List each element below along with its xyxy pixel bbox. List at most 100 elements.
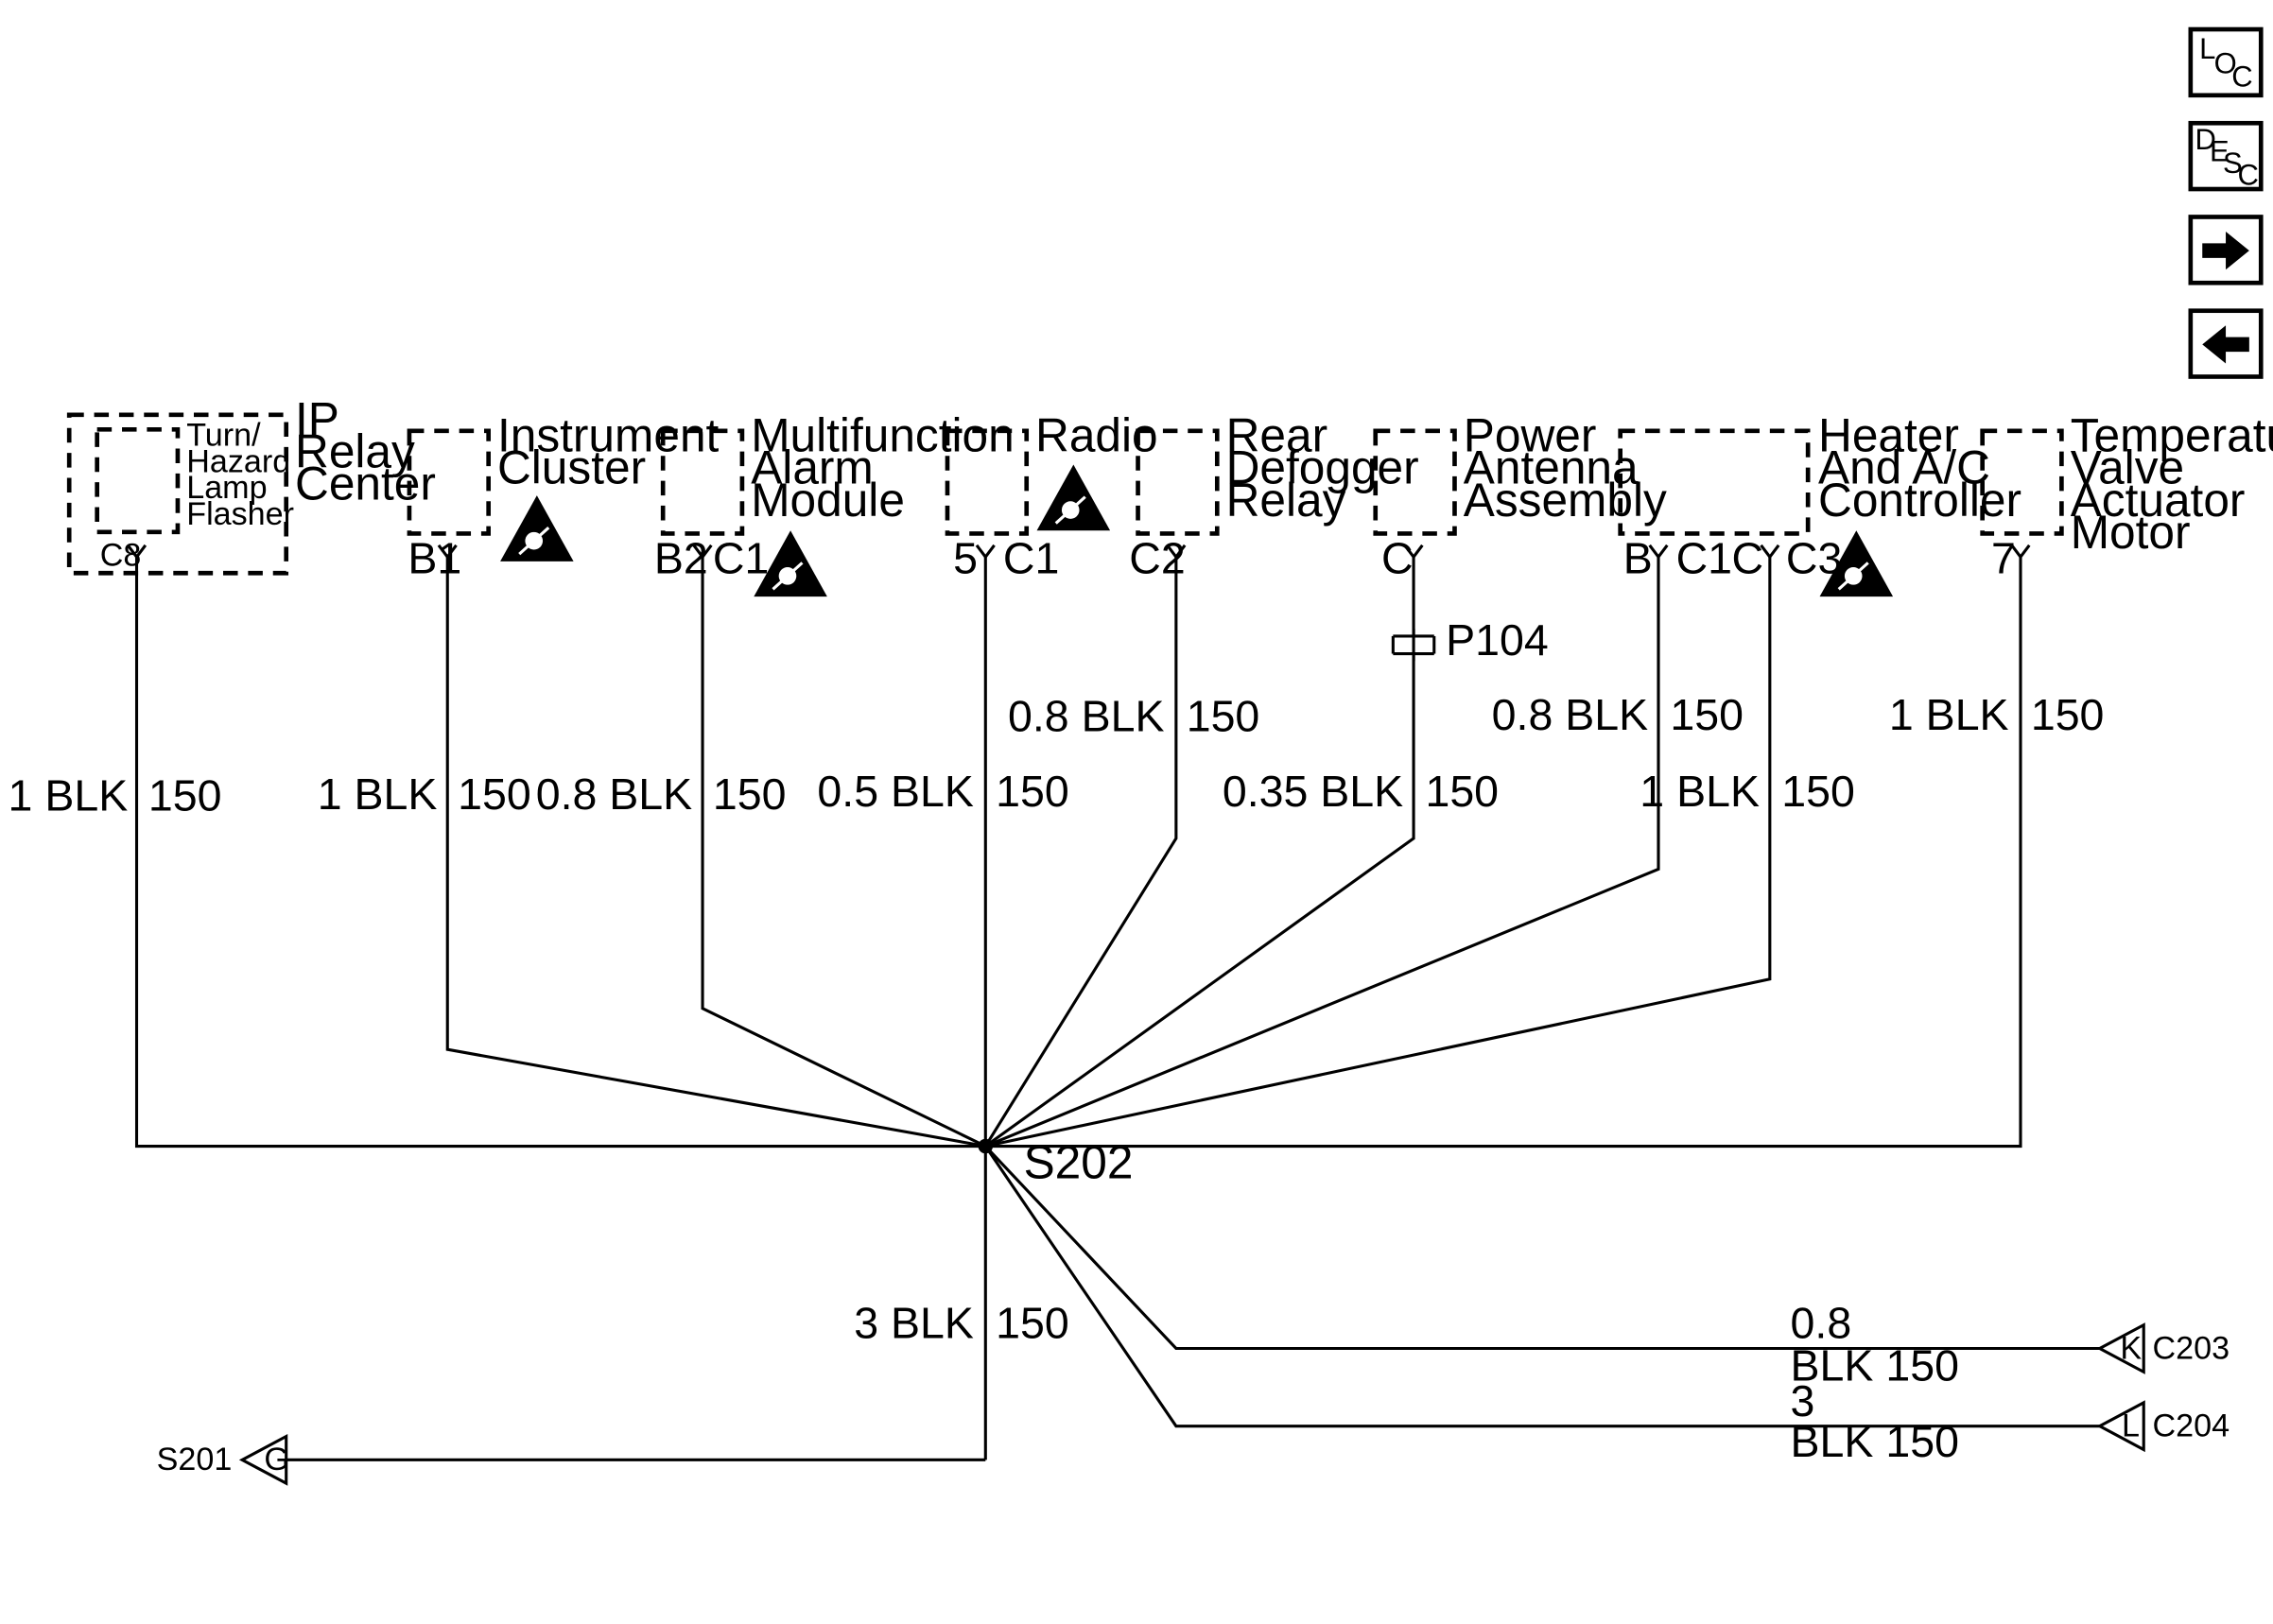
svg-text:0.8: 0.8 — [1791, 1299, 1852, 1348]
svg-text:0.8 BLK: 0.8 BLK — [536, 769, 692, 819]
flasher-label: Turn/ Hazard Lamp Flasher — [186, 417, 294, 532]
temp-valve-label: Temperature Valve Actuator Motor — [2071, 409, 2273, 559]
svg-text:Actuator: Actuator — [2071, 474, 2246, 527]
svg-text:150: 150 — [148, 770, 222, 820]
connector-c203: K C203 — [2096, 1322, 2230, 1374]
pin-forks — [126, 544, 2031, 560]
svg-text:Turn/: Turn/ — [186, 417, 261, 453]
svg-text:IP: IP — [295, 393, 339, 446]
svg-text:S: S — [2223, 147, 2243, 180]
previous-page-button[interactable] — [2188, 308, 2264, 379]
svg-text:1 BLK: 1 BLK — [1889, 690, 2009, 739]
svg-text:C3: C3 — [1786, 533, 1842, 582]
svg-text:0.8 BLK: 0.8 BLK — [1492, 690, 1648, 739]
svg-text:0.5 BLK: 0.5 BLK — [817, 767, 973, 816]
svg-text:Heater: Heater — [1818, 409, 1959, 462]
svg-text:Antenna: Antenna — [1464, 441, 1639, 494]
svg-text:Defogger: Defogger — [1226, 441, 1419, 494]
svg-text:Lamp: Lamp — [186, 470, 267, 506]
wire-power-antenna — [984, 655, 1415, 1148]
wire-instrument-cluster — [445, 557, 986, 1149]
svg-text:G: G — [264, 1442, 289, 1477]
svg-text:Rear: Rear — [1226, 409, 1328, 462]
rear-defogger-box — [1136, 428, 1220, 536]
wire-ip-relay — [134, 557, 986, 1149]
svg-text:Hazard: Hazard — [186, 443, 290, 479]
ip-relay-center-box — [66, 412, 289, 576]
heater-ac-box — [1618, 428, 1811, 536]
svg-text:Assembly: Assembly — [1464, 474, 1667, 527]
svg-text:Multifunction: Multifunction — [751, 409, 1014, 462]
svg-text:Cluster: Cluster — [497, 441, 646, 494]
svg-text:K: K — [2120, 1330, 2142, 1366]
svg-text:B2: B2 — [654, 533, 708, 582]
description-button[interactable]: D E S C — [2188, 120, 2264, 191]
svg-text:E: E — [2210, 135, 2230, 168]
svg-text:Power: Power — [1464, 409, 1597, 462]
wire-c203 — [984, 1145, 2105, 1351]
instrument-cluster-box — [407, 428, 491, 536]
wire-temp-valve — [985, 557, 2022, 1149]
svg-text:S201: S201 — [157, 1442, 233, 1477]
wire-heater-b — [984, 557, 1660, 1148]
instrument-cluster-label: Instrument Cluster — [497, 409, 720, 494]
svg-text:C: C — [2231, 60, 2252, 93]
heater-ac-label: Heater And A/C Controller — [1818, 409, 2021, 527]
svg-text:150: 150 — [2031, 690, 2105, 739]
p104-symbol — [1391, 629, 1436, 662]
svg-text:C: C — [1732, 533, 1764, 582]
svg-text:1 BLK: 1 BLK — [318, 769, 438, 819]
svg-text:Valve: Valve — [2071, 441, 2184, 494]
splice-s202-dot — [978, 1138, 994, 1154]
svg-text:150: 150 — [1781, 767, 1855, 816]
wires — [134, 557, 2105, 1461]
svg-text:150: 150 — [996, 1299, 1069, 1348]
location-button[interactable]: L O C — [2188, 26, 2264, 98]
svg-text:150: 150 — [996, 767, 1069, 816]
svg-text:C: C — [1381, 533, 1414, 582]
arrow-left-icon — [2202, 325, 2249, 364]
svg-text:BLK 150: BLK 150 — [1791, 1341, 1959, 1391]
svg-text:Instrument: Instrument — [497, 409, 720, 462]
power-antenna-label: Power Antenna Assembly — [1464, 409, 1667, 527]
svg-text:5: 5 — [953, 533, 978, 582]
alarm-module-label: Multifunction Alarm Module — [751, 409, 1014, 527]
esd-warning-icon — [754, 530, 827, 597]
svg-text:C: C — [2237, 158, 2258, 191]
svg-text:Motor: Motor — [2071, 506, 2191, 559]
svg-text:Flasher: Flasher — [186, 496, 294, 532]
next-page-button[interactable] — [2188, 215, 2264, 285]
svg-text:C204: C204 — [2153, 1408, 2230, 1444]
radio-label: Radio — [1035, 409, 1158, 462]
svg-text:Relay: Relay — [1226, 474, 1346, 527]
svg-text:C203: C203 — [2153, 1330, 2230, 1366]
svg-text:Radio: Radio — [1035, 409, 1158, 462]
svg-text:C2: C2 — [1129, 533, 1185, 582]
temp-valve-box — [1980, 428, 2064, 536]
alarm-module-box — [660, 428, 745, 536]
radio-box — [945, 428, 1030, 536]
svg-text:C1: C1 — [1003, 533, 1059, 582]
svg-text:3 BLK: 3 BLK — [854, 1299, 974, 1348]
svg-text:150: 150 — [1670, 690, 1744, 739]
svg-text:Center: Center — [295, 458, 436, 510]
rear-defogger-label: Rear Defogger Relay — [1226, 409, 1419, 527]
svg-text:B: B — [1623, 533, 1653, 582]
svg-text:Temperature: Temperature — [2071, 409, 2273, 462]
svg-text:0.35 BLK: 0.35 BLK — [1223, 767, 1403, 816]
svg-text:BLK 150: BLK 150 — [1791, 1417, 1959, 1466]
wire-labels: 1 BLK 150 1 BLK 150 0.8 BLK 150 0.5 BLK … — [9, 690, 2105, 1466]
power-antenna-box — [1373, 428, 1457, 536]
wire-c204 — [984, 1145, 2105, 1428]
connector-c204: L C204 — [2096, 1400, 2230, 1453]
p104-label: P104 — [1446, 615, 1549, 665]
svg-text:Relay: Relay — [295, 425, 415, 478]
svg-text:Module: Module — [751, 474, 905, 527]
svg-text:And A/C: And A/C — [1818, 441, 1990, 494]
svg-text:7: 7 — [1991, 533, 2016, 582]
svg-text:150: 150 — [458, 769, 531, 819]
svg-text:1 BLK: 1 BLK — [1640, 767, 1760, 816]
pin-labels: C8 B1 B2 C1 5 C1 C2 C B C1 C C3 7 — [100, 533, 2016, 582]
svg-text:150: 150 — [713, 769, 787, 819]
